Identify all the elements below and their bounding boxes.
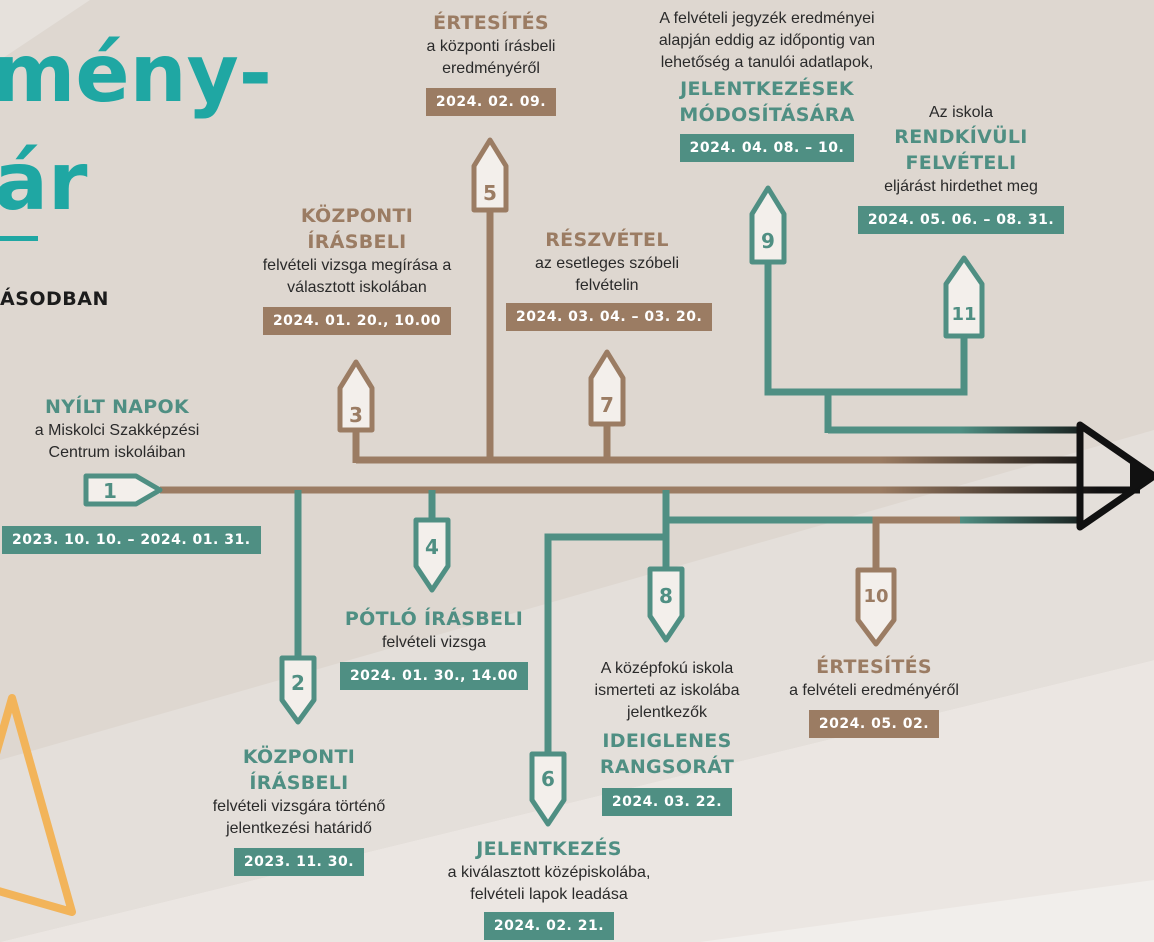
event-1-desc: a Miskolci Szakképzési Centrum iskoláiba… bbox=[34, 422, 200, 461]
event-3-date: 2024. 01. 20., 10.00 bbox=[262, 307, 452, 335]
event-4-title: PÓTLÓ ÍRÁSBELI bbox=[344, 608, 524, 630]
stem-10 bbox=[872, 516, 960, 570]
event-7-date: 2024. 03. 04. – 03. 20. bbox=[506, 303, 713, 331]
marker-number-10: 10 bbox=[863, 586, 888, 607]
event-2-label: KÖZPONTI ÍRÁSBELI felvételi vizsgára tör… bbox=[186, 744, 412, 876]
event-2-desc: felvételi vizsgára történő jelentkezési … bbox=[212, 798, 386, 837]
pencil-marker-5: 5 bbox=[471, 137, 509, 213]
event-5-label: ÉRTESÍTÉS a központi írásbeli eredményér… bbox=[396, 10, 586, 116]
event-7-desc: az esetleges szóbeli felvételin bbox=[534, 255, 680, 294]
event-11-desc: eljárást hirdethet meg bbox=[884, 178, 1038, 195]
event-5-desc: a központi írásbeli eredményéről bbox=[426, 38, 556, 77]
event-9-date: 2024. 04. 08. – 10. bbox=[679, 134, 855, 162]
event-5-title: ÉRTESÍTÉS bbox=[433, 12, 549, 34]
event-4-label: PÓTLÓ ÍRÁSBELI felvételi vizsga 2024. 01… bbox=[324, 606, 544, 690]
event-9-title: JELENTKEZÉSEK MÓDOSÍTÁSÁRA bbox=[679, 78, 855, 126]
pencil-tip-point bbox=[1130, 458, 1154, 494]
event-9-desc: A felvételi jegyzék eredményei alapján e… bbox=[658, 10, 876, 71]
marker-number-5: 5 bbox=[483, 181, 497, 205]
event-7-label: RÉSZVÉTEL az esetleges szóbeli felvételi… bbox=[506, 227, 713, 331]
event-4-desc: felvételi vizsga bbox=[381, 634, 487, 651]
event-6-label: JELENTKEZÉS a kiválasztott középiskolába… bbox=[418, 836, 680, 940]
marker-number-3: 3 bbox=[349, 403, 363, 427]
decorative-triangle bbox=[0, 694, 76, 916]
marker-number-4: 4 bbox=[425, 535, 439, 559]
header-title-line2: ár bbox=[0, 135, 88, 228]
event-8-date: 2024. 03. 22. bbox=[601, 788, 733, 816]
event-1-title: NYÍLT NAPOK bbox=[45, 396, 189, 418]
pencil-tip bbox=[1076, 421, 1154, 531]
pencil-marker-8: 8 bbox=[647, 566, 685, 643]
event-10-label: ÉRTESÍTÉS a felvételi eredményéről 2024.… bbox=[768, 654, 980, 738]
event-8-label: A középfokú iskola ismerteti az iskolába… bbox=[572, 658, 762, 816]
pencil-marker-7: 7 bbox=[588, 349, 626, 427]
pencil-marker-9: 9 bbox=[749, 185, 787, 265]
event-10-desc: a felvételi eredményéről bbox=[789, 682, 959, 699]
marker-number-1: 1 bbox=[103, 479, 117, 503]
event-1-label: NYÍLT NAPOK a Miskolci Szakképzési Centr… bbox=[2, 394, 261, 554]
pencil-marker-3: 3 bbox=[337, 359, 375, 433]
event-6-date: 2024. 02. 21. bbox=[483, 912, 615, 940]
marker-number-8: 8 bbox=[659, 584, 673, 608]
event-3-desc: felvételi vizsga megírása a választott i… bbox=[262, 257, 452, 296]
pencil-marker-11: 11 bbox=[943, 255, 985, 339]
pencil-marker-1: 1 bbox=[83, 473, 163, 507]
pencil-marker-6: 6 bbox=[529, 751, 567, 827]
event-5-date: 2024. 02. 09. bbox=[425, 88, 557, 116]
marker-number-11: 11 bbox=[951, 304, 976, 325]
event-11-label: Az iskola RENDKÍVÜLI FELVÉTELI eljárást … bbox=[856, 102, 1066, 234]
pencil-marker-10: 10 bbox=[855, 567, 897, 647]
event-7-title: RÉSZVÉTEL bbox=[545, 229, 669, 251]
event-1-date: 2023. 10. 10. – 2024. 01. 31. bbox=[2, 526, 261, 554]
marker-number-6: 6 bbox=[541, 767, 555, 791]
event-10-date: 2024. 05. 02. bbox=[808, 710, 940, 738]
event-8-desc: A középfokú iskola ismerteti az iskolába… bbox=[594, 660, 740, 721]
event-10-title: ÉRTESÍTÉS bbox=[816, 656, 932, 678]
marker-number-9: 9 bbox=[761, 229, 775, 253]
event-2-title: KÖZPONTI ÍRÁSBELI bbox=[242, 746, 356, 794]
marker-number-7: 7 bbox=[600, 393, 614, 417]
event-6-title: JELENTKEZÉS bbox=[476, 838, 622, 860]
event-4-date: 2024. 01. 30., 14.00 bbox=[339, 662, 529, 690]
event-6-desc: a kiválasztott középiskolába, felvételi … bbox=[447, 864, 651, 903]
event-11-date: 2024. 05. 06. – 08. 31. bbox=[857, 206, 1065, 234]
stem-9 bbox=[764, 262, 968, 396]
event-9-label: A felvételi jegyzék eredményei alapján e… bbox=[636, 8, 898, 162]
marker-number-2: 2 bbox=[291, 671, 305, 695]
pencil-marker-4: 4 bbox=[413, 517, 451, 593]
event-8-title: IDEIGLENES RANGSORÁT bbox=[599, 730, 735, 778]
header-underline bbox=[0, 236, 38, 241]
pencil-marker-2: 2 bbox=[279, 655, 317, 725]
header-title-line1: mény- bbox=[0, 27, 272, 120]
event-3-label: KÖZPONTI ÍRÁSBELI felvételi vizsga megír… bbox=[244, 203, 470, 335]
event-3-title: KÖZPONTI ÍRÁSBELI bbox=[300, 205, 414, 253]
header-subtitle: ÁSODBAN bbox=[0, 288, 109, 310]
event-11-title: RENDKÍVÜLI FELVÉTELI bbox=[894, 126, 1028, 174]
stem-6 bbox=[544, 490, 670, 754]
event-11-pre: Az iskola bbox=[928, 104, 994, 121]
event-2-date: 2023. 11. 30. bbox=[233, 848, 365, 876]
